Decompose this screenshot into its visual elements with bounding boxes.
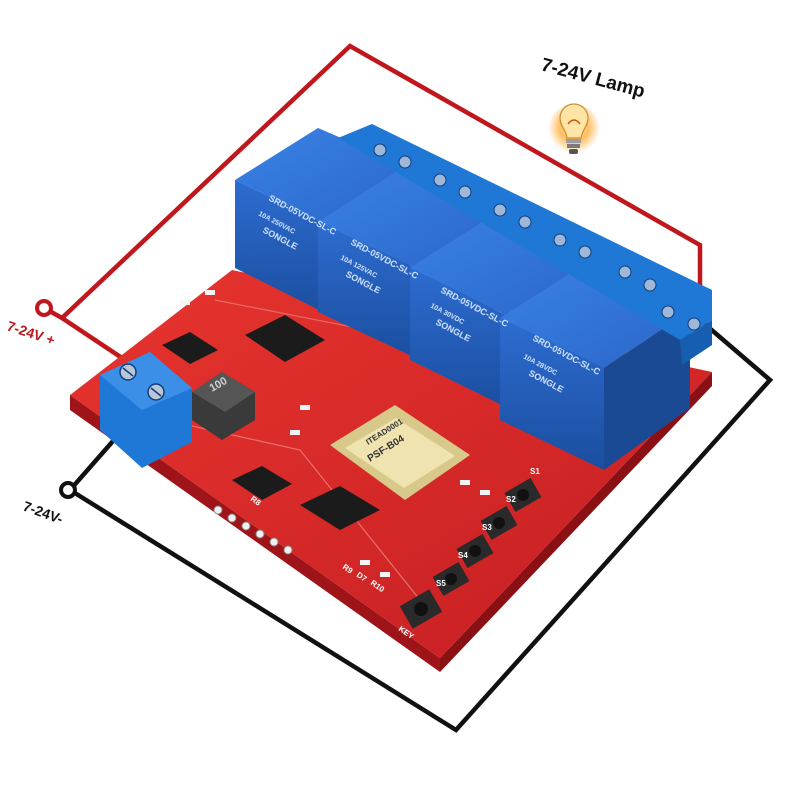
button-s1[interactable] (504, 477, 542, 513)
relay-4 (500, 262, 690, 470)
power-input-terminal (100, 352, 192, 468)
positive-terminal-dot (35, 299, 53, 317)
relay-output-terminals (338, 124, 712, 365)
button-s5[interactable] (399, 589, 443, 629)
lamp-label: 7-24V Lamp (539, 55, 647, 103)
board-components: 100 PSF-B04 ITEAD0001 (162, 290, 490, 577)
negative-terminal-dot (59, 481, 77, 499)
button-s4[interactable] (432, 561, 470, 597)
label-s3: S3 (482, 523, 492, 532)
button-s3[interactable] (456, 533, 494, 569)
label-s2: S2 (506, 495, 516, 504)
label-s1: S1 (530, 467, 540, 476)
button-s2[interactable] (480, 505, 518, 541)
label-s5: S5 (436, 579, 446, 588)
push-buttons (399, 477, 542, 629)
negative-label: 7-24V- (21, 498, 66, 527)
positive-label: 7-24V + (5, 318, 57, 348)
label-s4: S4 (458, 551, 468, 560)
lamp-bulb-icon (548, 103, 600, 156)
